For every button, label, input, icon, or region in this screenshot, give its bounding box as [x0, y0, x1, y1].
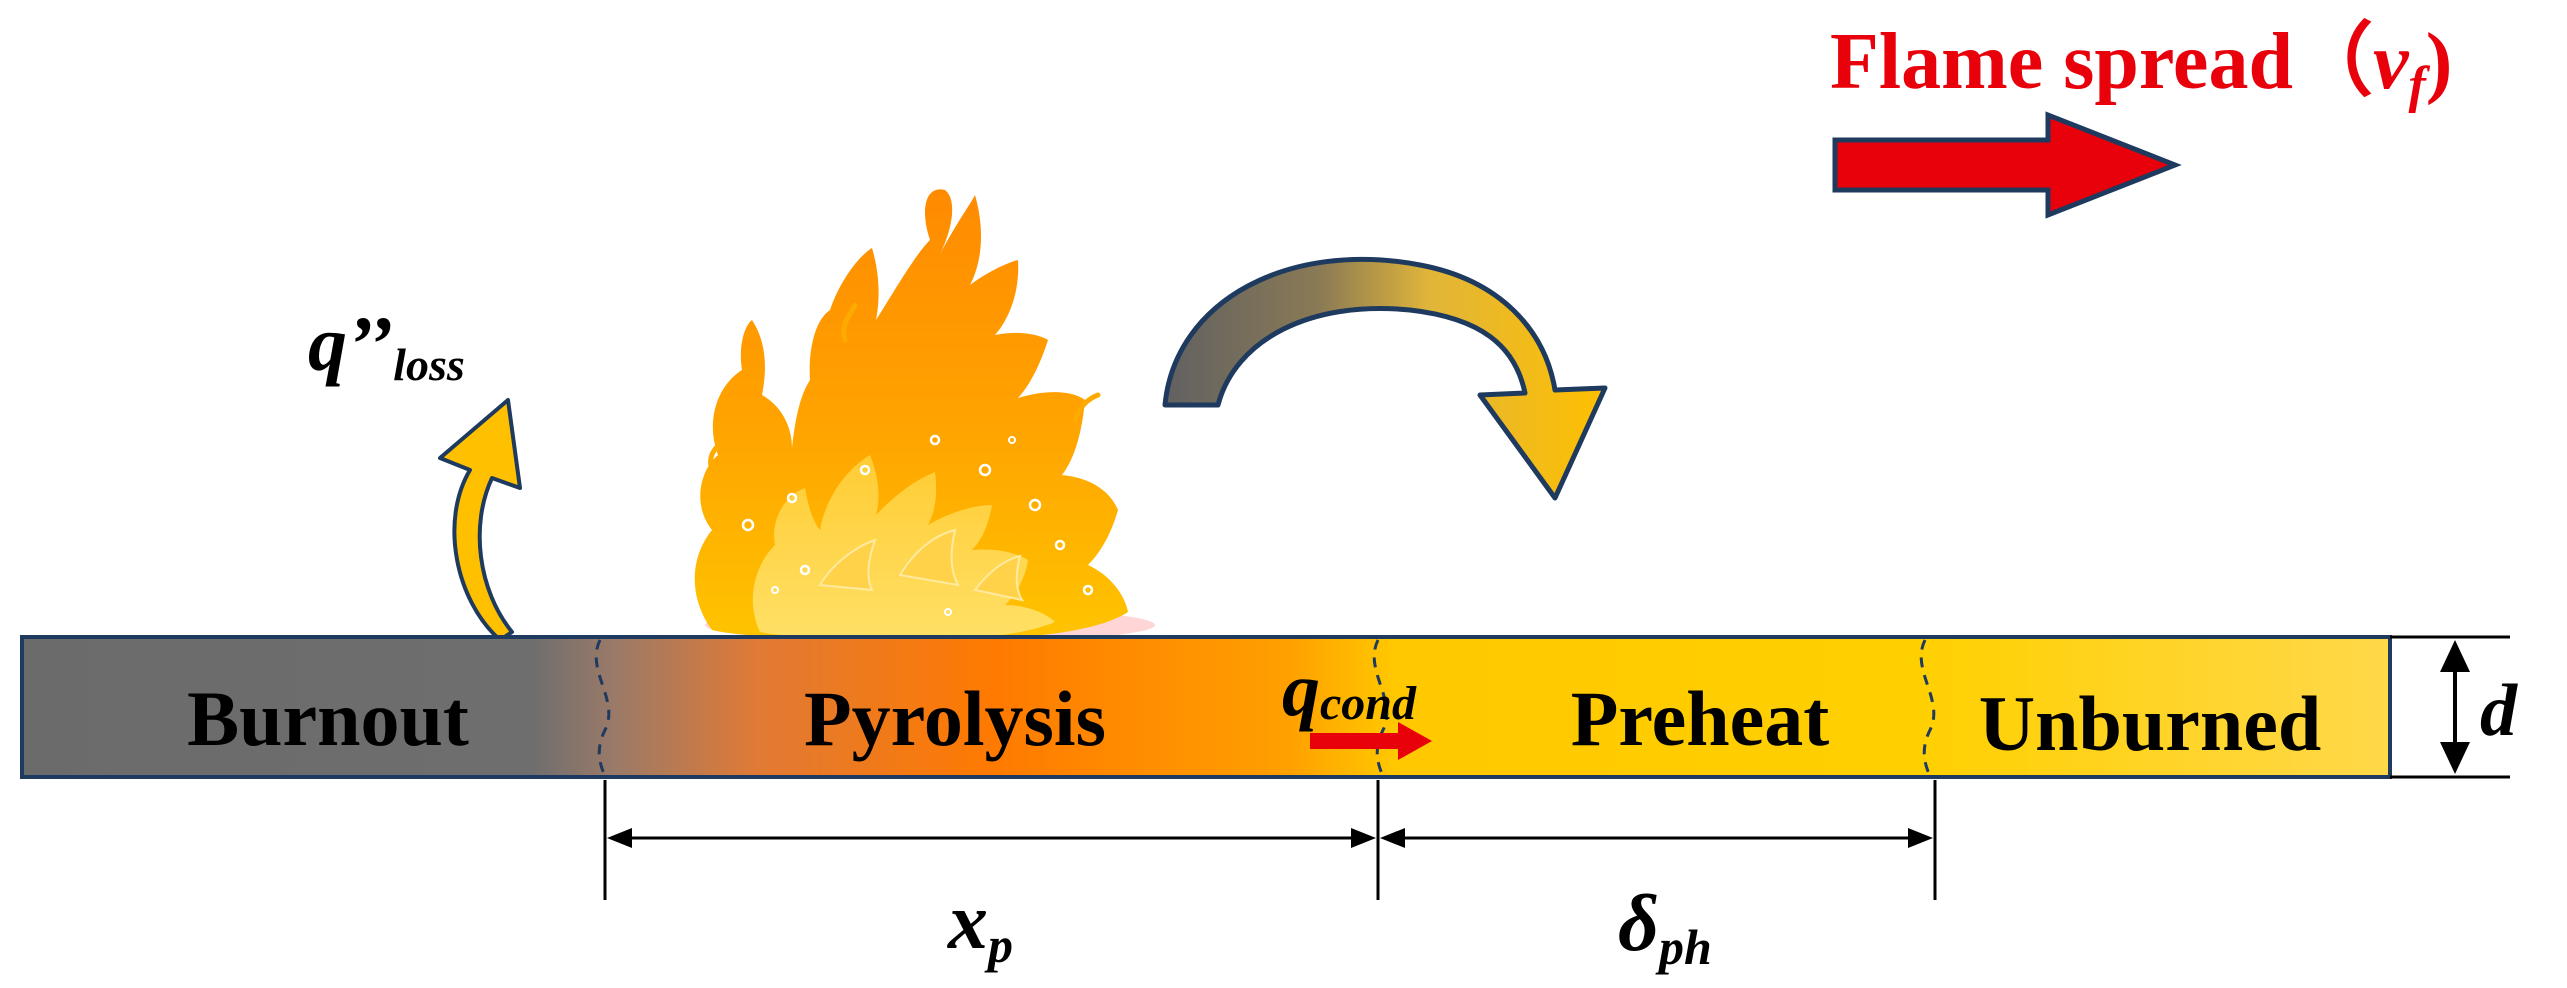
- preheat-length-head-left: [1380, 828, 1405, 848]
- preheat-length-label: δph: [1618, 880, 1712, 975]
- pyrolysis-length-label: xp: [947, 878, 1013, 973]
- radiation-arrow-icon: [1162, 256, 1608, 501]
- preheat-length-head-right: [1908, 828, 1933, 848]
- conduction-arrow-icon: [1310, 722, 1432, 760]
- pyrolysis-length-head-right: [1351, 828, 1376, 848]
- zone-label-unburned: Unburned: [1979, 680, 2321, 767]
- zone-boundary: [1372, 639, 1389, 777]
- thickness-arrow-head-up: [2440, 640, 2470, 672]
- zone-label-preheat: Preheat: [1571, 675, 1829, 762]
- thickness-arrow-head-down: [2440, 742, 2470, 774]
- conduction-label: qcond: [1282, 648, 1417, 732]
- flame-spread-title: Flame spread（vf): [1830, 18, 2452, 114]
- zone-boundary: [1919, 639, 1936, 777]
- zone-label-pyrolysis: Pyrolysis: [804, 675, 1106, 762]
- thickness-label: d: [2480, 670, 2518, 752]
- fuel-plate: [20, 635, 2392, 779]
- flame-spread-arrow-icon: [1832, 111, 2182, 219]
- heat-loss-label: q’’loss: [308, 300, 465, 390]
- heat-loss-arrow-icon: [438, 398, 522, 642]
- pyrolysis-length-head-left: [607, 828, 632, 848]
- zone-label-burnout: Burnout: [187, 675, 469, 762]
- flame-icon: [694, 189, 1155, 643]
- zone-boundary: [594, 639, 611, 777]
